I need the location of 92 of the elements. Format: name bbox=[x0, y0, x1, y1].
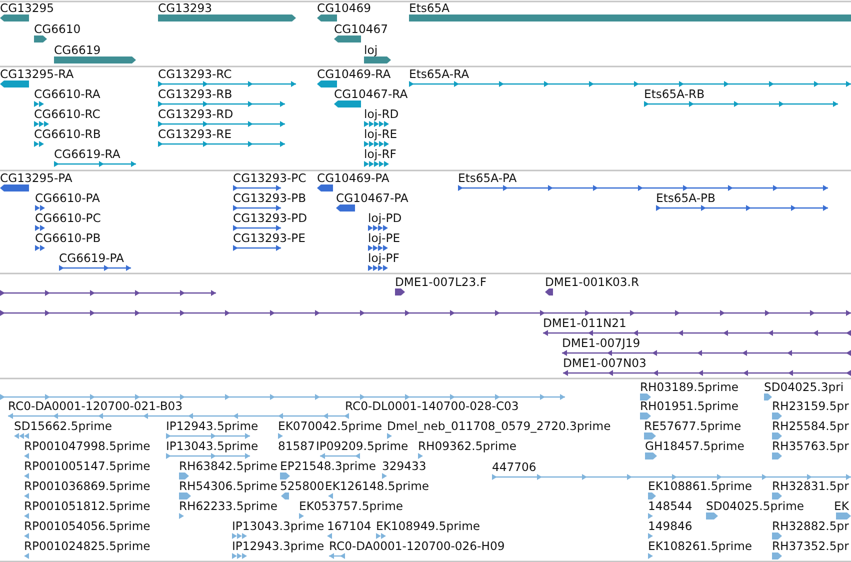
feature-label: CG10467 bbox=[334, 22, 388, 36]
feature-label: CG6619-RA bbox=[54, 147, 120, 161]
feature-label: RH09362.5prime bbox=[418, 439, 516, 453]
feature-label: EK bbox=[834, 499, 849, 513]
feature-label: EP21548.3prime bbox=[280, 459, 376, 473]
feature-label: IP13043.3prime bbox=[232, 519, 324, 533]
feature-label: RP001054056.5prime bbox=[24, 519, 150, 533]
feature-label: CG13295 bbox=[0, 1, 54, 15]
feature-label: RP001024825.5prime bbox=[24, 539, 150, 553]
feature-label: RH63842.5prime bbox=[179, 459, 278, 473]
feature-label: RH25584.5pr bbox=[772, 419, 849, 433]
feature-label: Ets65A-RB bbox=[644, 87, 705, 101]
feature-label: loj-RE bbox=[364, 127, 398, 141]
feature-label: CG13293-RC bbox=[158, 67, 232, 81]
feature-label: RH32831.5pr bbox=[772, 479, 849, 493]
feature-label: RH54306.5prime bbox=[179, 479, 278, 493]
feature-label: RH32882.5pr bbox=[772, 519, 849, 533]
feature-label: CG13293 bbox=[158, 1, 212, 15]
feature-label: RP001005147.5prime bbox=[24, 459, 150, 473]
feature-label: CG6619 bbox=[54, 43, 101, 57]
feature-label: RP001051812.5prime bbox=[24, 499, 150, 513]
feature-label: CG6610-RC bbox=[34, 107, 100, 121]
feature-label: CG10469-RA bbox=[317, 67, 391, 81]
feature-label: CG13293-RE bbox=[158, 127, 232, 141]
feature-label: loj bbox=[364, 43, 378, 57]
feature-label: CG6610-PB bbox=[35, 231, 101, 245]
feature-label: 167104 bbox=[327, 519, 372, 533]
feature-label: EK070042.5prime bbox=[278, 419, 382, 433]
feature-label: SD04025.5prime bbox=[706, 499, 804, 513]
feature-label: EK053757.5prime bbox=[299, 499, 404, 513]
feature-label: Ets65A bbox=[409, 1, 450, 15]
feature-label: RH23159.5pr bbox=[772, 399, 849, 413]
feature-label: loj-PD bbox=[368, 211, 402, 225]
feature-label: RC0-DA0001-120700-026-H09 bbox=[329, 539, 505, 553]
feature-label: CG6610-PC bbox=[35, 211, 101, 225]
feature-label: CG10469 bbox=[317, 1, 371, 15]
feature-label: RC0-DA0001-120700-021-B03 bbox=[8, 399, 183, 413]
feature-label: CG6610-RB bbox=[34, 127, 101, 141]
feature-label: SD04025.3pri bbox=[764, 380, 844, 394]
feature-label: CG6610-RA bbox=[34, 87, 100, 101]
feature-label: 148544 bbox=[648, 499, 692, 513]
feature-label: 81587 bbox=[278, 439, 315, 453]
feature-label: RE57677.5prime bbox=[644, 419, 742, 433]
feature-label: Ets65A-RA bbox=[409, 67, 470, 81]
feature-label: CG13293-PC bbox=[233, 171, 306, 185]
feature-label: CG6610 bbox=[34, 22, 81, 36]
feature-label: CG6619-PA bbox=[59, 251, 124, 265]
feature-label: EK126148.5prime bbox=[325, 479, 430, 493]
feature-label: RC0-DL0001-140700-028-C03 bbox=[345, 399, 519, 413]
feature-label: RH62233.5prime bbox=[179, 499, 278, 513]
feature-label: CG6610-PA bbox=[35, 191, 100, 205]
feature-label: EK108949.5prime bbox=[376, 519, 480, 533]
feature-label: DME1-011N21 bbox=[543, 316, 626, 330]
feature-label: 525800 bbox=[280, 479, 324, 493]
feature-label: CG10467-RA bbox=[334, 87, 408, 101]
feature-label: CG13295-RA bbox=[0, 67, 74, 81]
feature-label: IP09209.5prime bbox=[316, 439, 408, 453]
feature-label: DME1-007N03 bbox=[563, 356, 646, 370]
feature-label: CG13293-PE bbox=[233, 231, 306, 245]
feature-label: DME1-007J19 bbox=[562, 336, 640, 350]
feature-label: IP12943.3prime bbox=[232, 539, 324, 553]
feature-label: loj-RF bbox=[364, 147, 396, 161]
feature-label: 329433 bbox=[382, 459, 426, 473]
feature-label: RP001047998.5prime bbox=[24, 439, 150, 453]
feature-label: Dmel_neb_011708_0579_2720.3prime bbox=[387, 419, 611, 433]
feature-label: CG13295-PA bbox=[0, 171, 72, 185]
feature-label: Ets65A-PB bbox=[656, 191, 716, 205]
feature-label: CG10467-PA bbox=[336, 191, 408, 205]
feature-label: RH03189.5prime bbox=[640, 380, 738, 394]
feature-label: EK108261.5prime bbox=[648, 539, 752, 553]
feature-label: DME1-001K03.R bbox=[545, 275, 640, 289]
feature-label: RH35763.5pr bbox=[772, 439, 849, 453]
feature-label: CG13293-RB bbox=[158, 87, 232, 101]
feature-label: IP13043.5prime bbox=[166, 439, 258, 453]
feature-label: CG13293-RD bbox=[158, 107, 234, 121]
feature-label: loj-PE bbox=[368, 231, 400, 245]
feature-label: CG13293-PB bbox=[233, 191, 306, 205]
feature-label: RP001036869.5prime bbox=[24, 479, 150, 493]
feature-label: SD15662.5prime bbox=[14, 419, 112, 433]
feature-label: 447706 bbox=[492, 460, 536, 474]
feature-label: 149846 bbox=[648, 519, 692, 533]
feature-label: CG13293-PD bbox=[233, 211, 308, 225]
feature-label: GH18457.5prime bbox=[645, 439, 744, 453]
feature-label: CG10469-PA bbox=[317, 171, 390, 185]
feature-label: RH37352.5pr bbox=[772, 539, 849, 553]
feature-label: loj-PF bbox=[368, 251, 400, 265]
feature-label: RH01951.5prime bbox=[640, 399, 738, 413]
feature-label: EK108861.5prime bbox=[648, 479, 752, 493]
feature-label: DME1-007L23.F bbox=[395, 275, 487, 289]
feature-label: Ets65A-PA bbox=[458, 171, 517, 185]
feature-label: IP12943.5prime bbox=[166, 419, 258, 433]
feature-label: loj-RD bbox=[364, 107, 399, 121]
